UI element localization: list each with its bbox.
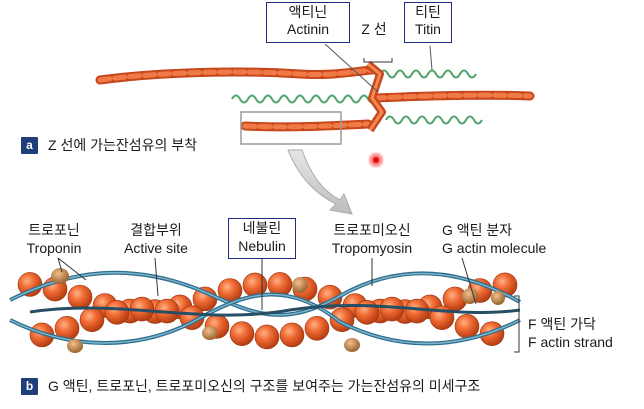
red-dot — [373, 157, 379, 163]
nebulin-label-box — [228, 218, 296, 259]
troponin-pointer-1 — [57, 257, 63, 273]
g-actin-bead — [404, 298, 430, 324]
g-actin-bead — [279, 322, 305, 348]
z-line-structure — [365, 60, 386, 133]
nebulin-strand — [29, 304, 521, 317]
g-actin-pointer — [461, 257, 477, 305]
actinin-label-box — [266, 2, 350, 43]
troponin-complexes — [51, 268, 505, 353]
g-actin-bead — [229, 321, 255, 346]
g-actin-bead — [454, 314, 480, 339]
g-actin-label-en: G actin molecule — [442, 240, 547, 256]
active-site-label-en: Active site — [124, 240, 188, 256]
f-actin-label-ko: F 액틴 가닥 — [528, 316, 596, 332]
z-line-label: Z 선 — [361, 21, 387, 37]
titin-label-en: Titin — [415, 21, 441, 37]
actinin-label-ko: 액티닌 — [288, 4, 328, 20]
nebulin-label-ko: 네불린 — [242, 220, 282, 236]
caption-b-badge: b — [21, 378, 38, 395]
g-actin-bead — [79, 307, 105, 332]
g-actin-bead — [304, 316, 330, 341]
thin-filament-middle — [370, 90, 535, 103]
g-actin-bead — [67, 284, 93, 310]
titin-coil-lower — [231, 94, 483, 125]
g-actin-bead — [104, 300, 130, 325]
f-actin-label-en: F actin strand — [528, 334, 613, 350]
titin-coil-upper — [379, 69, 477, 79]
active-site-pointer — [154, 257, 159, 297]
troponin-label-ko: 트로포닌 — [28, 222, 80, 238]
z-line-bracket — [363, 58, 393, 63]
thin-filament-upper — [95, 65, 377, 85]
caption-a-badge: a — [21, 137, 38, 154]
active-site-label-ko: 결합부위 — [130, 222, 182, 238]
zoom-region-box — [240, 111, 342, 145]
g-actin-bead — [254, 324, 280, 350]
actinin-pointer — [324, 43, 379, 93]
caption-a-text: Z 선에 가는잔섬유의 부착 — [48, 137, 198, 153]
titin-label-ko: 티틴 — [415, 4, 441, 20]
troponin-pointer-2 — [57, 257, 87, 281]
nebulin-label-en: Nebulin — [238, 238, 286, 254]
g-actin-bead — [354, 300, 380, 325]
titin-label-box — [404, 2, 452, 43]
caption-b-text: G 액틴, 트로포닌, 트로포미오신의 구조를 보여주는 가는잔섬유의 미세구조 — [48, 378, 481, 394]
thin-filament-lower — [240, 119, 373, 132]
g-actin-molecules — [17, 272, 518, 350]
actinin-label-en: Actinin — [286, 21, 330, 37]
titin-pointer — [429, 45, 433, 71]
zoom-arrow — [287, 149, 353, 215]
tropomyosin-label-ko: 트로포미오신 — [333, 222, 411, 238]
troponin-label-en: Troponin — [26, 240, 82, 256]
tropomyosin-label-en: Tropomyosin — [331, 240, 413, 256]
f-actin-bracket — [514, 295, 520, 353]
g-actin-label-ko: G 액틴 분자 — [442, 222, 513, 238]
